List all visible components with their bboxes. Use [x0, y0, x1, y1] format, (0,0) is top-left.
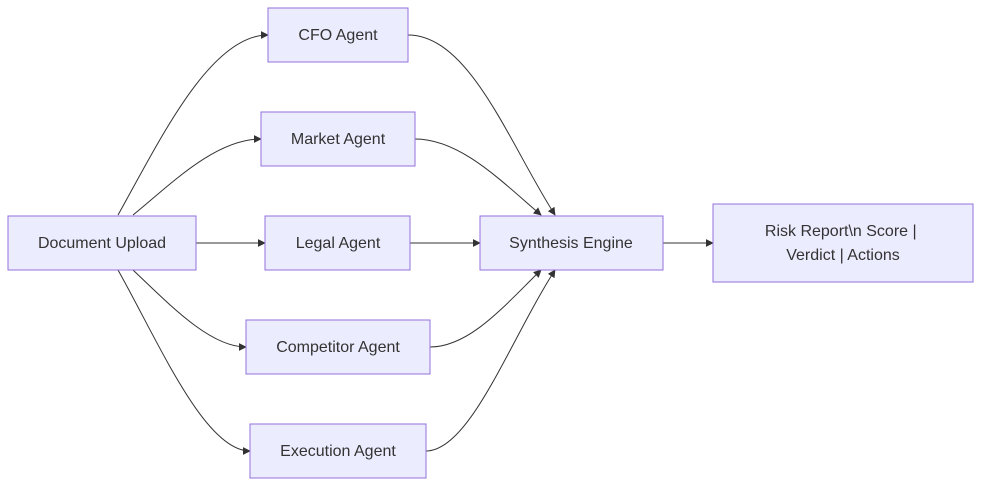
edge-market-to-synthesis [414, 138, 542, 216]
edge-cfo-to-synthesis [407, 34, 556, 216]
svg-text:Execution Agent: Execution Agent [280, 443, 396, 460]
node-execution-agent[interactable]: Execution Agent [249, 423, 427, 479]
svg-text:Market Agent: Market Agent [291, 131, 386, 148]
edges [117, 31, 714, 455]
edge-upload-to-market [132, 135, 262, 216]
svg-text:CFO Agent: CFO Agent [298, 27, 378, 44]
node-cfo-agent[interactable]: CFO Agent [267, 7, 409, 63]
node-risk-report-label-line-1: Risk Report\n Score | [765, 223, 917, 240]
node-competitor-agent-label: Competitor Agent [276, 339, 400, 356]
edge-execution-to-synthesis [425, 269, 556, 452]
edge-upload-to-competitor [132, 269, 247, 351]
edge-competitor-to-synthesis [429, 269, 542, 348]
svg-text:Document Upload: Document Upload [38, 235, 166, 252]
node-synthesis-engine[interactable]: Synthesis Engine [479, 215, 664, 271]
svg-text:Risk Report\n Score | Ve: Risk Report\n Score | Verdict | Actions [765, 223, 921, 264]
node-document-upload[interactable]: Document Upload [7, 215, 197, 271]
node-market-agent-label: Market Agent [291, 131, 386, 148]
svg-text:Synthesis Engine: Synthesis Engine [509, 235, 633, 252]
node-risk-report[interactable]: Risk Report\n Score | Verdict | Actions [712, 203, 974, 283]
svg-text:Legal Agent: Legal Agent [296, 235, 381, 252]
edge-upload-to-execution [117, 269, 251, 455]
node-legal-agent-label: Legal Agent [296, 235, 381, 252]
node-cfo-agent-label: CFO Agent [298, 27, 378, 44]
edge-upload-to-cfo [117, 31, 269, 216]
node-legal-agent[interactable]: Legal Agent [264, 215, 411, 271]
node-risk-report-label-line-2: Verdict | Actions [786, 247, 900, 264]
node-market-agent[interactable]: Market Agent [260, 111, 416, 167]
node-execution-agent-label: Execution Agent [280, 443, 396, 460]
node-document-upload-label: Document Upload [38, 235, 166, 252]
svg-text:Competitor Agent: Competitor Agent [276, 339, 400, 356]
node-competitor-agent[interactable]: Competitor Agent [245, 319, 431, 375]
node-synthesis-engine-label: Synthesis Engine [509, 235, 633, 252]
